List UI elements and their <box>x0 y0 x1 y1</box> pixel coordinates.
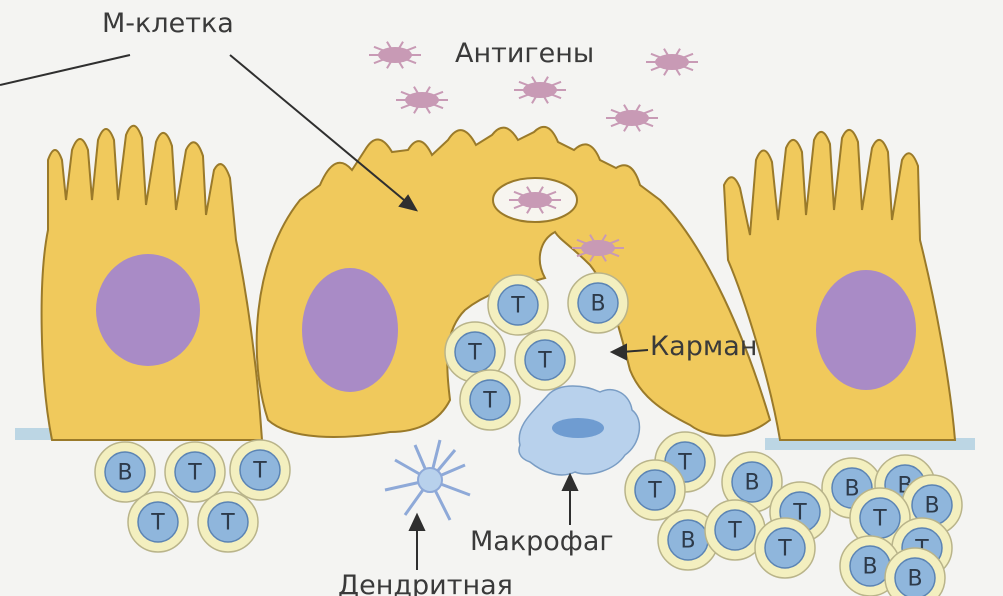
lymphocyte-letter: B <box>117 461 132 486</box>
pocket-label: Карман <box>650 331 757 362</box>
lymphocyte-letter: T <box>220 511 235 536</box>
right-cell-nucleus <box>816 270 916 390</box>
lymphocyte-letter: T <box>872 507 887 532</box>
lymphocyte-t-cell: T <box>515 330 575 390</box>
lymphocyte-letter: T <box>727 519 742 544</box>
lymphocyte-letter: B <box>907 567 922 592</box>
m-cell-nucleus-left <box>302 268 398 392</box>
antigen <box>396 87 448 114</box>
lymphocyte-t-cell: T <box>230 440 290 500</box>
antigen <box>606 105 658 132</box>
lymphocyte-t-cell: T <box>625 460 685 520</box>
lymphocyte-letter: T <box>482 389 497 414</box>
macrophage-nucleus <box>552 418 604 438</box>
lymphocyte-letter: B <box>924 494 939 519</box>
pocket-arrowhead <box>612 345 626 359</box>
macrophage-label: Макрофаг <box>470 526 614 557</box>
lymphocyte-letter: B <box>590 292 605 317</box>
dendritic-arrowhead <box>410 515 424 530</box>
lymphocyte-t-cell: T <box>128 492 188 552</box>
lymphocyte-t-cell: T <box>198 492 258 552</box>
lymphocyte-t-cell: T <box>755 518 815 578</box>
lymphocyte-letter: T <box>187 461 202 486</box>
lymphocyte-b-cell: B <box>568 273 628 333</box>
dendritic-cell-body <box>418 468 442 492</box>
lymphocyte-letter: T <box>777 537 792 562</box>
dendritic-label: Дендритная <box>338 570 513 596</box>
lymphocyte-letter: T <box>647 479 662 504</box>
antigens-label: Антигены <box>455 38 594 69</box>
antigen <box>646 49 698 76</box>
lymphocyte-letter: T <box>510 294 525 319</box>
lymphocyte-letter: B <box>680 529 695 554</box>
lymphocyte-letter: T <box>467 341 482 366</box>
lymphocyte-letter: T <box>150 511 165 536</box>
lymphocyte-t-cell: T <box>488 275 548 335</box>
lymphocyte-t-cell: T <box>165 442 225 502</box>
macrophage-arrowhead <box>563 475 577 490</box>
lymphocyte-letter: T <box>252 459 267 484</box>
m-cell-label: М-клетка <box>102 8 234 39</box>
lymphocyte-t-cell: T <box>460 370 520 430</box>
left-cell-nucleus <box>96 254 200 366</box>
m-cell-pointer-line-2 <box>230 55 410 205</box>
lymphocyte-letter: T <box>537 349 552 374</box>
m-cell-pointer-line-1 <box>0 55 130 85</box>
lymphocyte-letter: B <box>744 471 759 496</box>
lymphocyte-b-cell: B <box>95 442 155 502</box>
antigen <box>514 77 566 104</box>
lymphocyte-letter: B <box>862 555 877 580</box>
antigen <box>369 42 421 69</box>
